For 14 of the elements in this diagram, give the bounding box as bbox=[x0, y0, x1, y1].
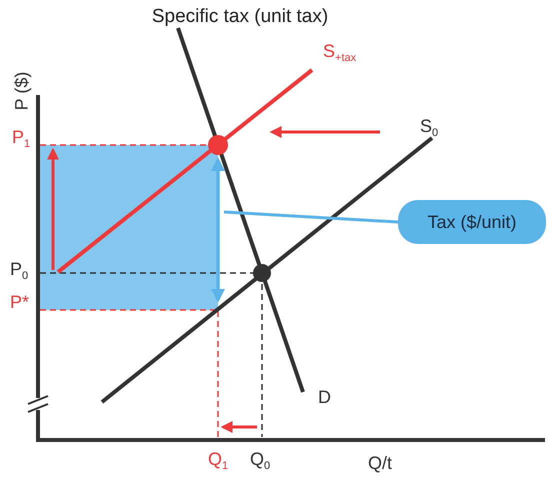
axis-label: P ($) bbox=[12, 72, 30, 110]
axis-label: P* bbox=[10, 293, 30, 311]
callout-box: Tax ($/unit) bbox=[398, 200, 546, 244]
tax-dimension-arrow bbox=[211, 157, 225, 303]
axis-label: Q/t bbox=[368, 454, 392, 472]
axis-label: P$_{1}$ bbox=[12, 128, 30, 150]
axis-label: P$_{0}$ bbox=[10, 260, 28, 282]
axis-label: Q$_{0}$ bbox=[250, 450, 270, 472]
chart-title: Specific tax (unit tax) bbox=[150, 6, 330, 28]
leader-line bbox=[224, 210, 398, 224]
axis-label: Q$_{1}$ bbox=[208, 450, 228, 472]
axis-label: S$_{+tax}$ bbox=[323, 42, 356, 64]
axis-label: S$_{0}$ bbox=[420, 117, 438, 139]
axis-label: D bbox=[318, 388, 331, 406]
